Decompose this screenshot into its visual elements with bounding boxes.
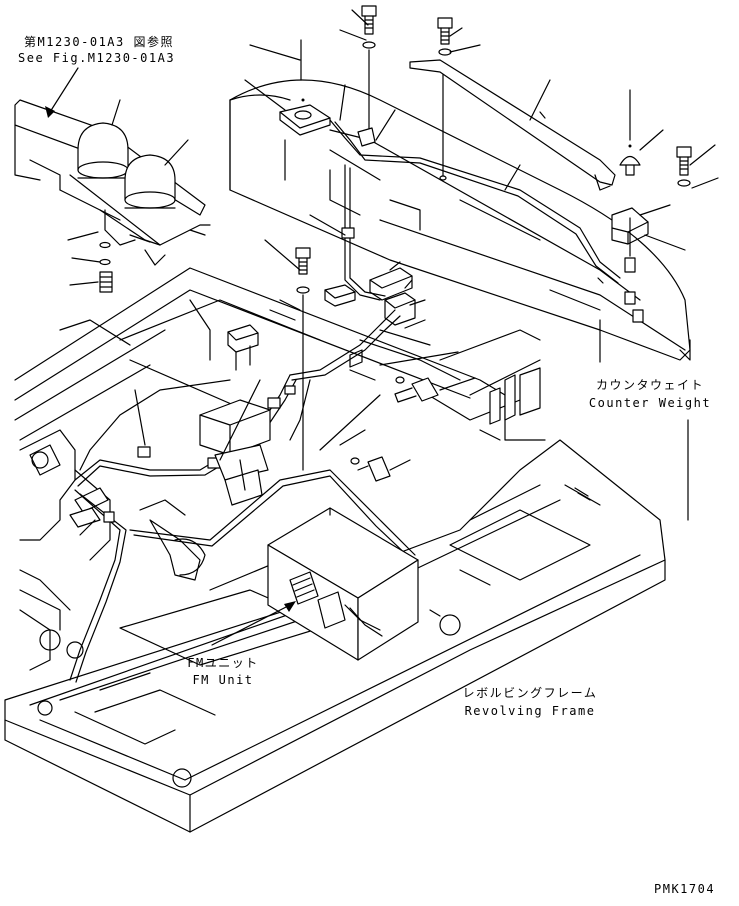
counter-weight-label-en: Counter Weight [588, 396, 712, 410]
frame-structure [14, 267, 546, 671]
counter-weight [229, 79, 691, 361]
fm-unit-label-en: FM Unit [192, 673, 254, 687]
leader-lines [45, 9, 719, 646]
work-lamps [14, 99, 211, 293]
reference-figure-label-jp: 第M1230-01A3 図参照 [24, 35, 174, 49]
fm-unit-label-jp: FMユニット [187, 656, 259, 670]
counter-weight-label-jp: カウンタウェイト [595, 378, 704, 392]
revolving-frame-label-jp: レボルビングフレーム [462, 686, 598, 700]
revolving-frame-label-en: Revolving Frame [464, 704, 596, 718]
drawing-number: PMK1704 [654, 882, 716, 896]
hardware [279, 5, 692, 482]
fm-unit-box [267, 507, 419, 661]
reference-figure-label-en: See Fig.M1230-01A3 [18, 51, 176, 65]
connector-blocks [69, 267, 416, 528]
